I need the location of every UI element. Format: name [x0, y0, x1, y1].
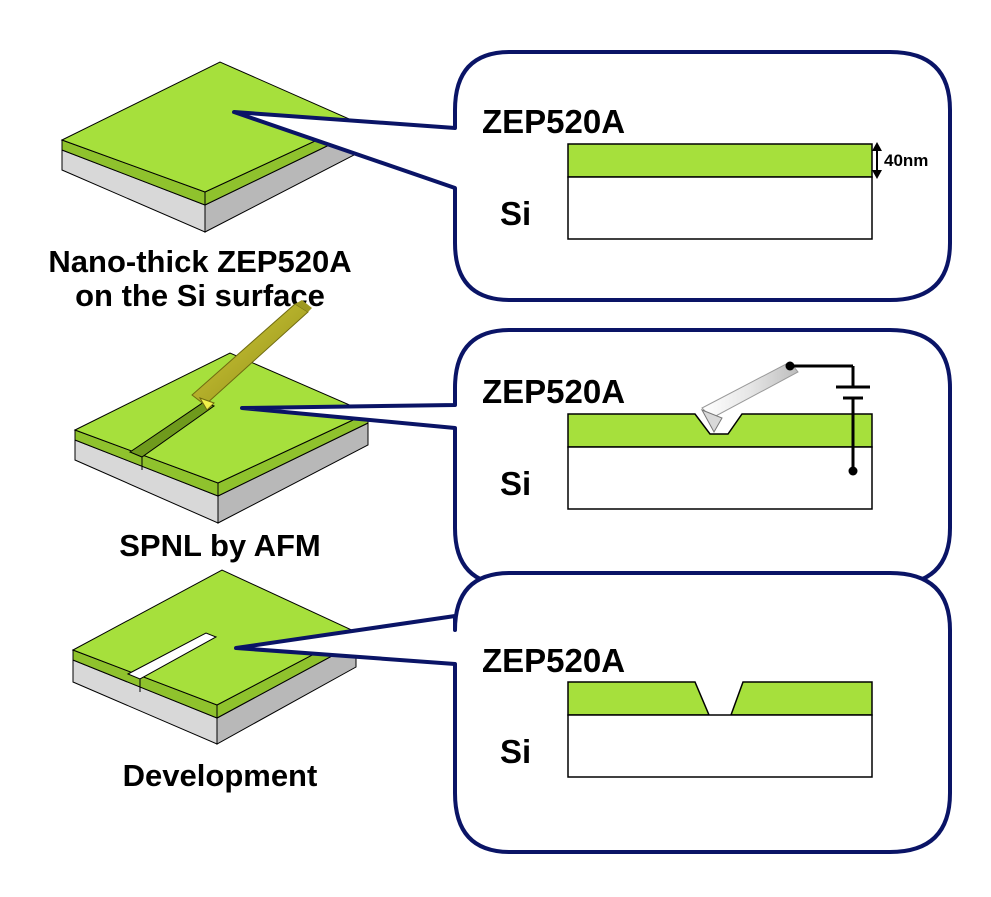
step-3: Development ZEP520A Si: [71, 569, 952, 854]
si-substrate-cross-section: [567, 714, 873, 778]
si-substrate-cross-section: [567, 446, 873, 510]
resist-layer-cross-section: [567, 143, 873, 178]
substrate-label: Si: [500, 465, 531, 502]
resist-left-block: [567, 681, 711, 716]
afm-tip-3d: [198, 397, 215, 411]
wafer-3d-developed: [71, 569, 358, 745]
step-2-caption: SPNL by AFM: [119, 528, 321, 563]
electrode-bottom: [848, 466, 858, 476]
step-3-caption: Development: [123, 758, 318, 793]
substrate-label: Si: [500, 733, 531, 770]
wafer-3d-coated: [60, 61, 358, 233]
thickness-arrow: [872, 142, 882, 179]
step-1-caption-line-1: Nano-thick ZEP520A: [48, 244, 351, 279]
thickness-label: 40nm: [884, 151, 928, 170]
resist-right-block: [729, 681, 873, 716]
written-groove: [128, 401, 216, 458]
developed-trench: [126, 632, 218, 680]
step-1: Nano-thick ZEP520A on the Si surface ZEP…: [48, 50, 952, 313]
afm-cantilever-3d: [191, 300, 312, 411]
bias-circuit: [790, 364, 870, 471]
resist-label: ZEP520A: [482, 103, 625, 140]
electrode-top: [785, 361, 795, 371]
substrate-label: Si: [500, 195, 531, 232]
resist-label: ZEP520A: [482, 373, 625, 410]
afm-tip: [700, 409, 723, 434]
step-2: SPNL by AFM ZEP520A Si: [73, 300, 952, 587]
si-substrate-cross-section: [567, 176, 873, 240]
step-1-caption-line-2: on the Si surface: [75, 278, 325, 313]
afm-cantilever-cross-section: [700, 361, 799, 434]
resist-label: ZEP520A: [482, 642, 625, 679]
